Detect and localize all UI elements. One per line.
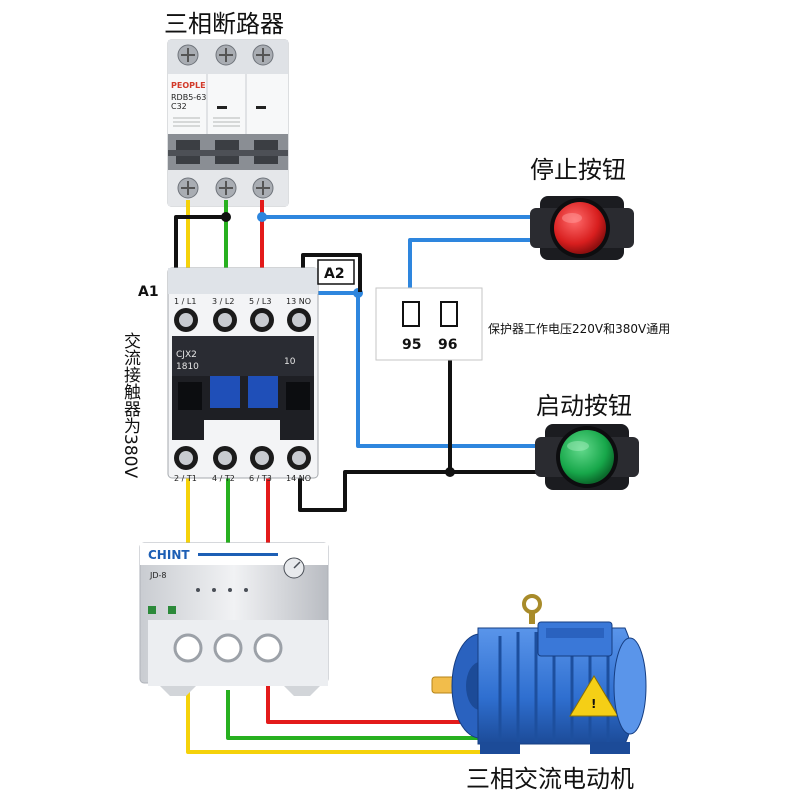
wires [174,200,545,754]
contactor-top-terminal-3: 5 / L3 [249,297,271,306]
start-button-title: 启动按钮 [536,392,632,420]
three-phase-breaker: PEOPLE RDB5-63 C32 [167,39,289,207]
breaker-rating: C32 [171,102,187,111]
contactor-bottom-terminal-4: 14 NO [286,474,311,483]
contactor-bottom-screws [174,446,311,470]
contactor-bottom-terminal-1: 2 / T1 [174,474,197,483]
protector-model: JD-8 [149,571,167,580]
contactor-top-terminal-1: 1 / L1 [174,297,196,306]
breaker-model: RDB5-63 [171,93,206,102]
breaker-toggle[interactable] [168,134,288,170]
breaker-title: 三相断路器 [164,10,284,38]
wire-black-start [298,470,545,512]
contactor-model: CJX2 [176,350,197,360]
wire-motor-yellow [186,690,520,754]
contactor-caption: 交流接触器为380V [120,332,141,478]
start-button[interactable] [535,424,639,490]
stop-button-title: 停止按钮 [530,156,626,184]
breaker-top-screws [177,44,274,66]
a2-label: A2 [324,266,345,282]
motor-protector: CHINT JD-8 [139,542,329,696]
breaker-bottom-screws [177,177,274,199]
motor-title: 三相交流电动机 [466,765,634,793]
svg-text:!: ! [591,697,596,711]
wire-black-a2 [301,253,362,292]
protector-brand: CHINT [148,548,190,562]
wire-motor-green [226,690,500,740]
contactor-bottom-terminal-2: 4 / T2 [212,474,235,483]
contactor-aux: 10 [284,357,296,367]
contactor-top-terminal-2: 3 / L2 [212,297,234,306]
terminal-96: 96 [438,337,457,353]
wire-blue-stop-to-96 [408,238,540,290]
contactor-bottom-terminal-3: 6 / T3 [249,474,272,483]
a2-label-box [317,259,355,285]
three-phase-motor: ! [431,594,647,754]
stop-button[interactable] [530,196,634,260]
wire-control-black-a1 [174,215,226,268]
protector-terminals-95-96: 95 96 [375,287,483,361]
contactor-top-screws [174,308,311,332]
terminal-95: 95 [402,337,421,353]
ac-contactor: 1 / L1 3 / L2 5 / L3 13 NO CJX2 1810 10 … [167,267,319,483]
contactor-top-terminal-4: 13 NO [286,297,311,306]
protector-voltage-note: 保护器工作电压220V和380V通用 [488,322,670,336]
contactor-number: 1810 [176,362,199,372]
a1-label: A1 [138,284,159,300]
breaker-brand: PEOPLE [171,81,206,90]
wire-motor-red [266,685,470,724]
